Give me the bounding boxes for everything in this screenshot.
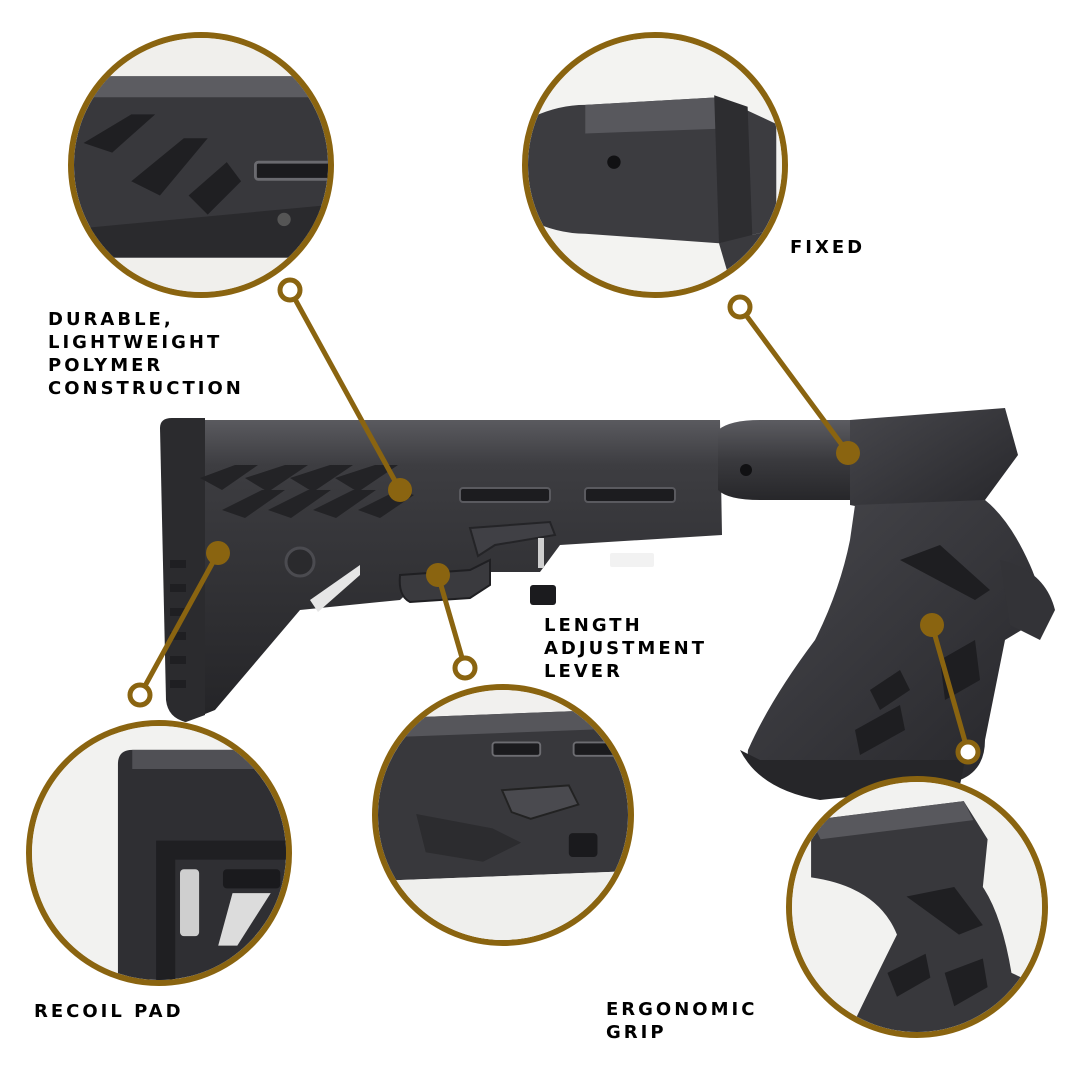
frame-cutout-2	[310, 565, 360, 612]
zoom-length-image	[378, 690, 628, 940]
zoom-fixed	[522, 32, 788, 298]
zoom-durable	[68, 32, 334, 298]
zoom-recoil-image	[32, 726, 286, 980]
label-length: LENGTH ADJUSTMENT LEVER	[544, 614, 707, 683]
label-length-line-3: LEVER	[544, 661, 623, 682]
top-slot-1	[459, 487, 551, 503]
label-fixed-line-1: FIXED	[790, 237, 866, 258]
lever-pin	[530, 585, 556, 605]
label-recoil-line-1: RECOIL PAD	[34, 1001, 184, 1022]
label-durable-line-1: DURABLE,	[48, 309, 174, 330]
zoom-recoil	[26, 720, 292, 986]
lever-plate	[468, 520, 557, 558]
trigger-guard	[1000, 560, 1055, 640]
label-fixed: FIXED	[790, 236, 865, 259]
recoil-pad-shape	[160, 418, 205, 722]
top-slot-2	[584, 487, 676, 503]
label-grip-line-2: GRIP	[606, 1022, 667, 1043]
zoom-durable-image	[74, 38, 328, 292]
label-durable: DURABLE, LIGHTWEIGHT POLYMER CONSTRUCTIO…	[48, 308, 244, 400]
receiver-adapter	[850, 408, 1018, 515]
leader-dots	[206, 441, 944, 637]
label-durable-line-4: CONSTRUCTION	[48, 378, 244, 399]
pistol-grip	[747, 500, 1040, 780]
lower-slot	[610, 553, 654, 567]
leader-lines	[137, 287, 971, 755]
label-durable-line-3: POLYMER	[48, 355, 164, 376]
angled-ribs	[200, 465, 414, 518]
zoom-fixed-image	[528, 38, 782, 292]
recoil-pad-ribs	[170, 560, 186, 688]
label-durable-line-2: LIGHTWEIGHT	[48, 332, 223, 353]
buffer-tube	[718, 420, 860, 500]
label-length-line-2: ADJUSTMENT	[544, 638, 707, 659]
label-recoil: RECOIL PAD	[34, 1000, 184, 1023]
zoom-grip-image	[792, 782, 1042, 1032]
zoom-length	[372, 684, 634, 946]
label-grip: ERGONOMIC GRIP	[606, 998, 757, 1044]
set-screw	[740, 464, 752, 476]
sling-hole	[284, 546, 316, 578]
zoom-grip	[786, 776, 1048, 1038]
label-grip-line-1: ERGONOMIC	[606, 999, 758, 1020]
label-length-line-1: LENGTH	[544, 615, 643, 636]
